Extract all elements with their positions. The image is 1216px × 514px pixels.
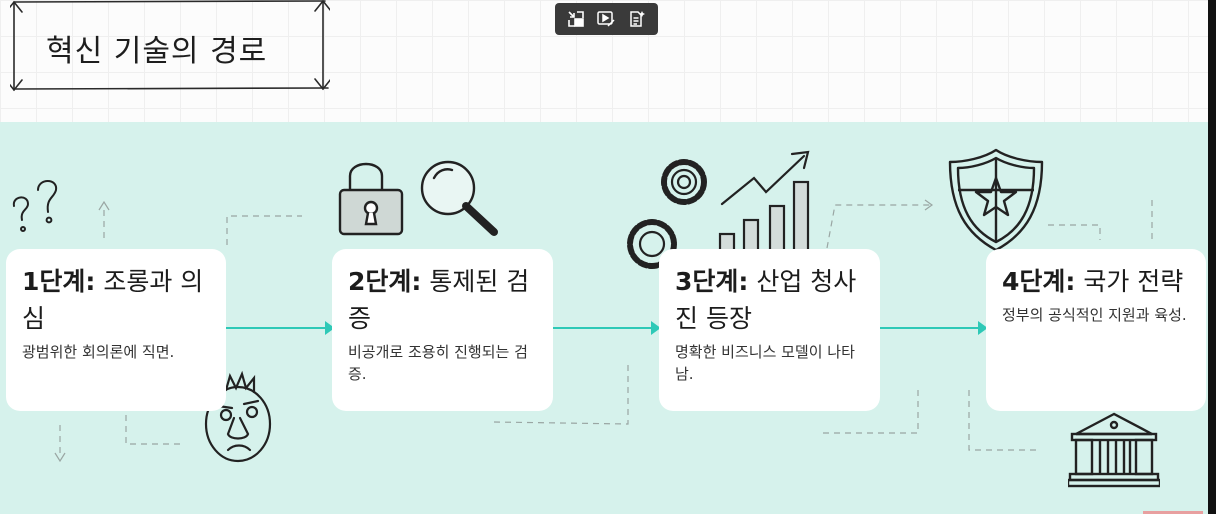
title-frame: 혁신 기술의 경로	[10, 0, 330, 94]
video-magic-button[interactable]	[594, 7, 618, 31]
skeptical-face-icon	[204, 370, 272, 463]
stage-title: 1단계: 조롱과 의심	[22, 267, 204, 333]
stage-description: 광범위한 회의론에 직면.	[22, 343, 175, 361]
stage-title: 2단계: 통제된 검증	[348, 267, 530, 333]
window-edge	[1208, 0, 1216, 514]
progress-indicator	[1143, 511, 1203, 514]
government-building-icon	[1068, 412, 1160, 488]
stage-description: 비공개로 조용히 진행되는 검증.	[348, 343, 528, 383]
stage-title: 4단계: 국가 전략	[1002, 267, 1184, 296]
stage-card-2: 2단계: 통제된 검증 비공개로 조용히 진행되는 검증.	[332, 249, 553, 411]
page-title: 혁신 기술의 경로	[46, 34, 268, 69]
stage-title: 3단계: 산업 청사진 등장	[675, 267, 857, 333]
stage-card-3: 3단계: 산업 청사진 등장 명확한 비즈니스 모델이 나타남.	[659, 249, 880, 411]
title-frame-arrows-icon	[10, 0, 330, 92]
floating-toolbar	[555, 3, 658, 35]
notes-sparkle-button[interactable]	[625, 7, 649, 31]
stage-description: 명확한 비즈니스 모델이 나타남.	[675, 343, 855, 383]
padlock-magnifier-icon	[338, 160, 498, 236]
exit-fullscreen-button[interactable]	[564, 7, 588, 31]
stage-description: 정부의 공식적인 지원과 육성.	[1002, 306, 1187, 324]
shield-star-icon	[948, 148, 1044, 252]
exit-fullscreen-icon	[568, 11, 584, 27]
question-marks-icon	[12, 180, 58, 232]
stage-card-1: 1단계: 조롱과 의심 광범위한 회의론에 직면.	[6, 249, 226, 411]
notes-sparkle-icon	[630, 11, 645, 27]
video-magic-icon	[597, 11, 616, 27]
stage-card-4: 4단계: 국가 전략 정부의 공식적인 지원과 육성.	[986, 249, 1206, 411]
